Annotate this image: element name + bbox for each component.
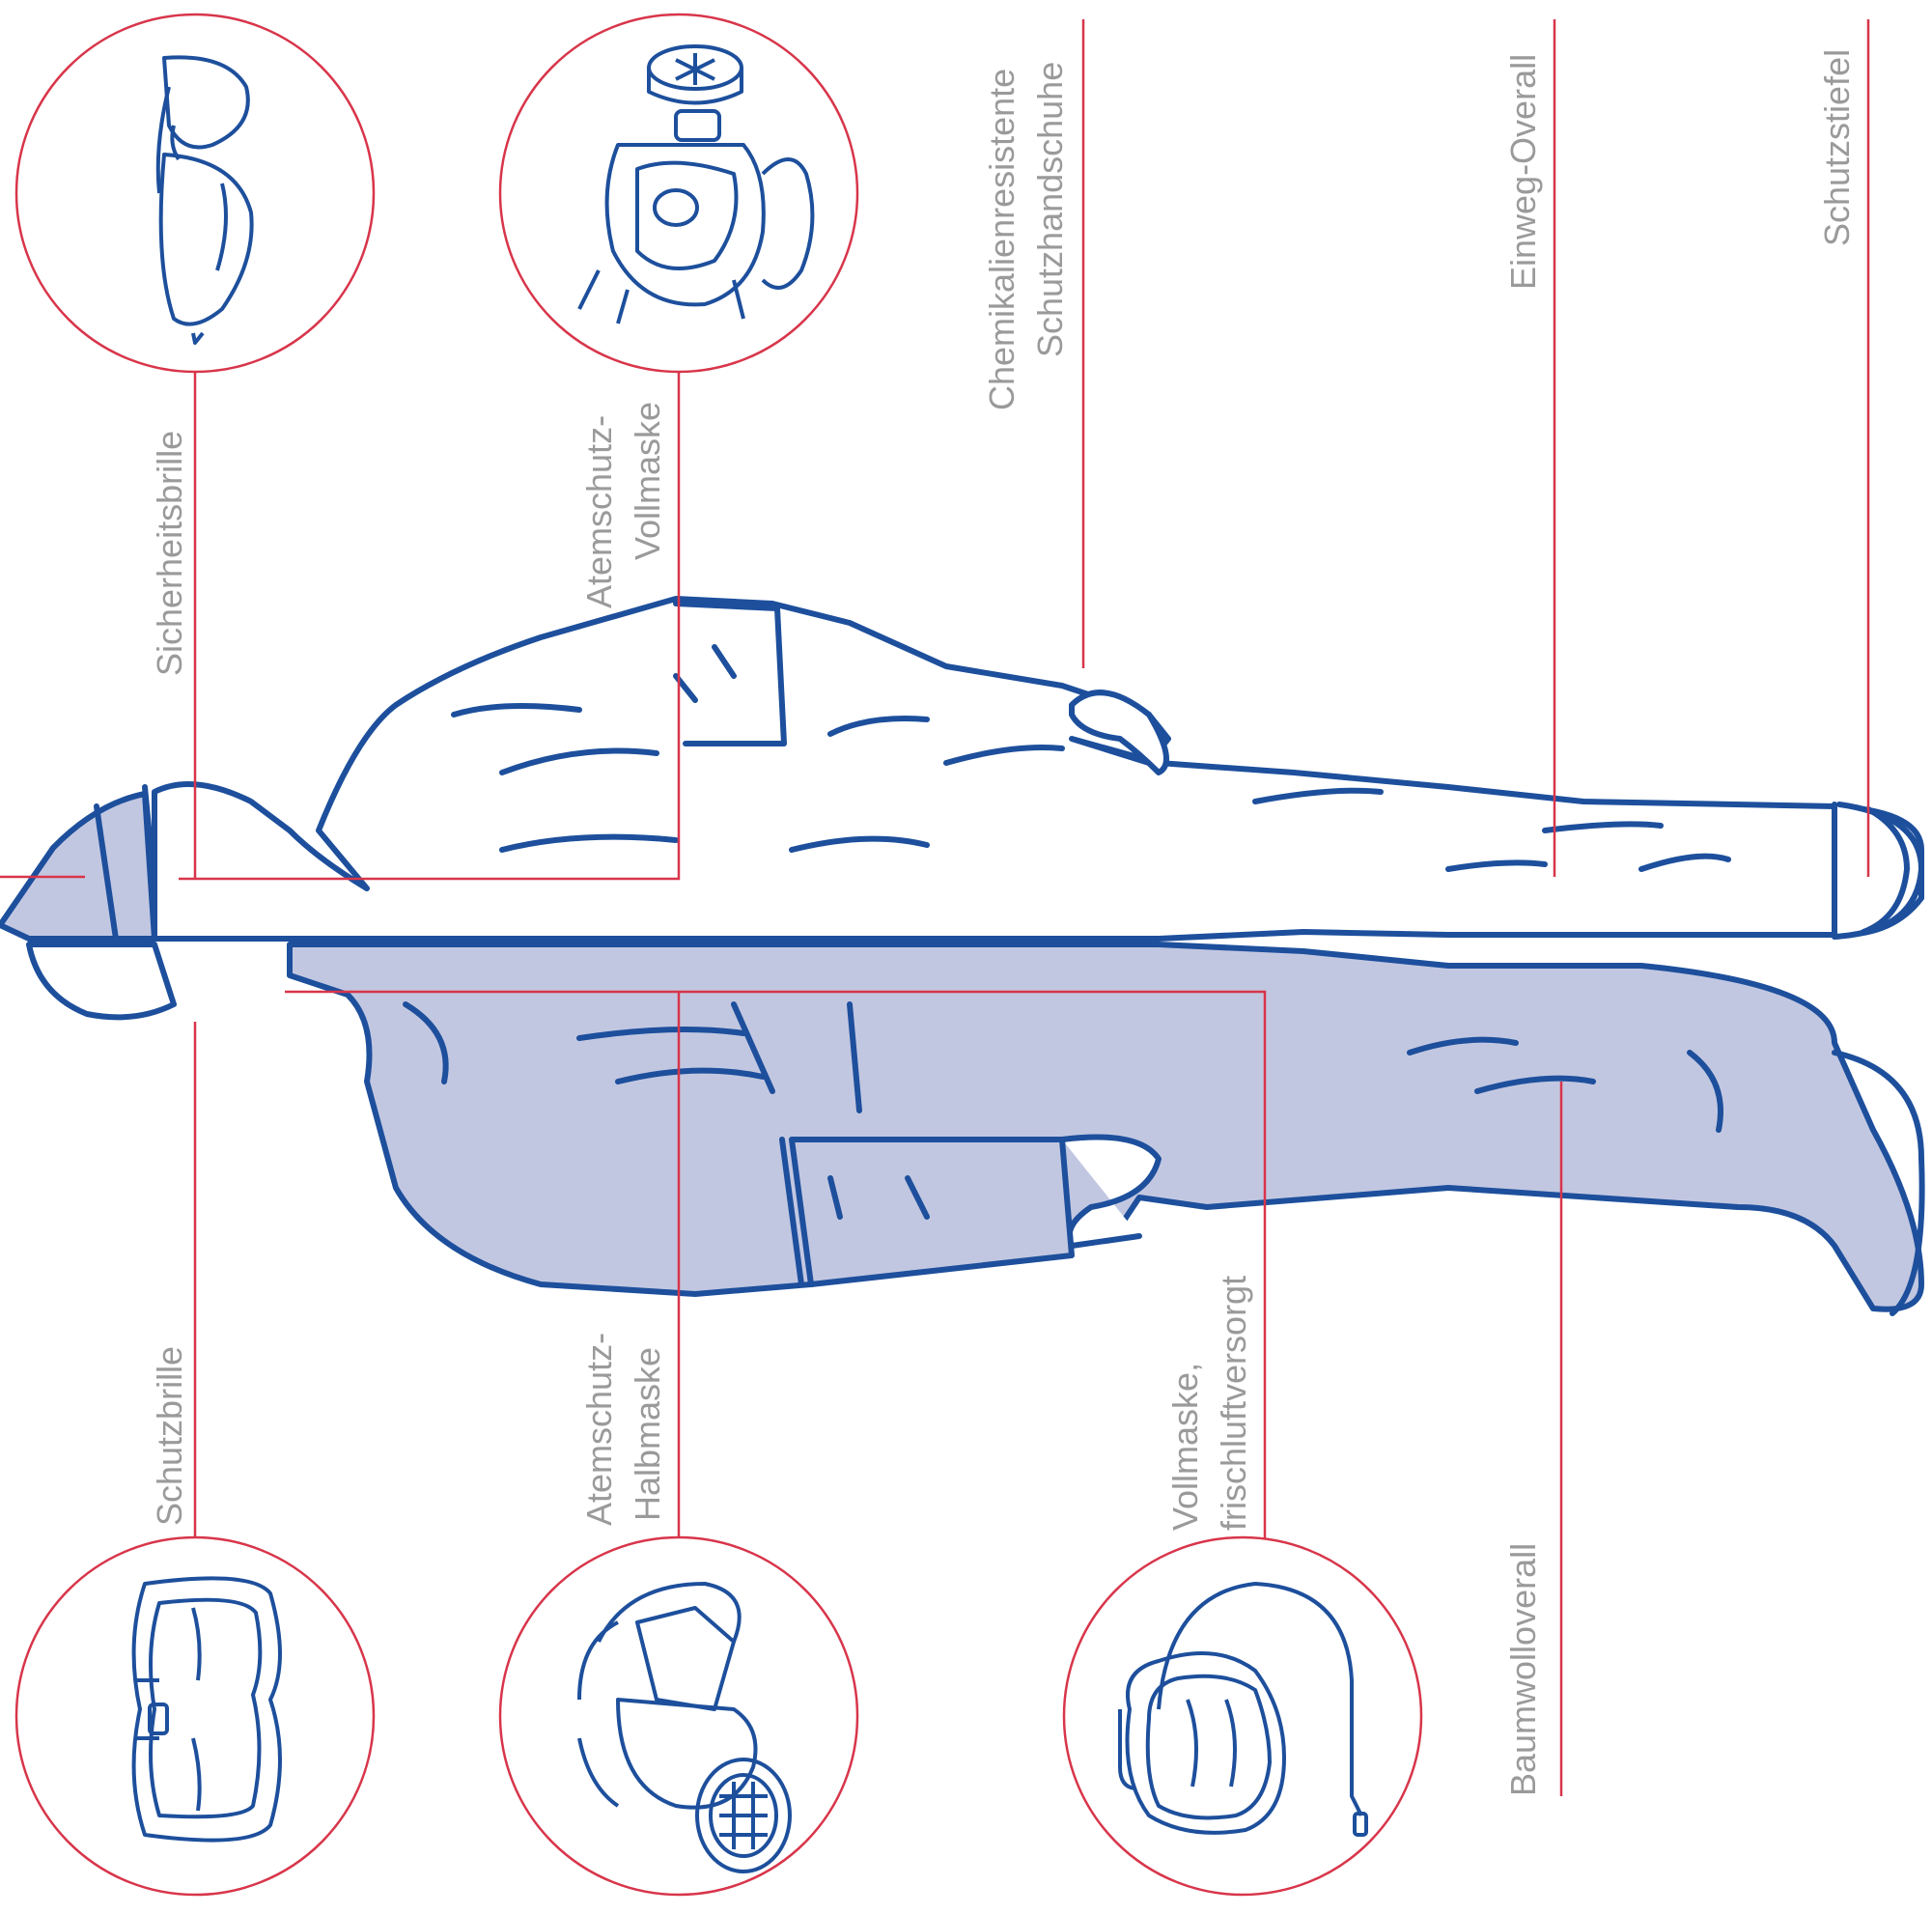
label-vollmaske-frischluft-line1: Vollmaske, bbox=[1165, 1363, 1205, 1531]
label-atemschutz-halbmaske-line2: Halbmaske bbox=[628, 1347, 667, 1521]
callout-sicherheitsbrille bbox=[16, 14, 374, 372]
callout-schutzbrille bbox=[16, 1537, 374, 1895]
label-atemschutz-vollmaske-line2: Vollmaske bbox=[628, 402, 667, 560]
label-atemschutz-halbmaske-line1: Atemschutz- bbox=[579, 1333, 619, 1526]
label-chem-handschuhe-line1: Chemikalienresistente bbox=[982, 69, 1022, 410]
figure-disposable-overall bbox=[0, 599, 1921, 939]
label-schutzbrille: Schutzbrille bbox=[150, 1346, 189, 1526]
label-schutzstiefel: Schutzstiefel bbox=[1817, 49, 1857, 246]
callout-atemschutz-halbmaske bbox=[500, 1537, 857, 1895]
label-chem-handschuhe-line2: Schutzhandschuhe bbox=[1030, 62, 1070, 357]
label-atemschutz-vollmaske-line1: Atemschutz- bbox=[579, 415, 619, 608]
callout-atemschutz-vollmaske bbox=[500, 14, 857, 372]
callout-vollmaske-frischluft bbox=[1064, 1537, 1421, 1895]
label-vollmaske-frischluft-line2: frischluftversorgt bbox=[1214, 1276, 1253, 1531]
label-sicherheitsbrille: Sicherheitsbrille bbox=[150, 431, 189, 676]
figure-cotton-overall bbox=[29, 944, 1922, 1313]
label-einweg-overall: Einweg-Overall bbox=[1503, 54, 1543, 290]
label-baumwolloverall: Baumwolloverall bbox=[1503, 1543, 1543, 1796]
